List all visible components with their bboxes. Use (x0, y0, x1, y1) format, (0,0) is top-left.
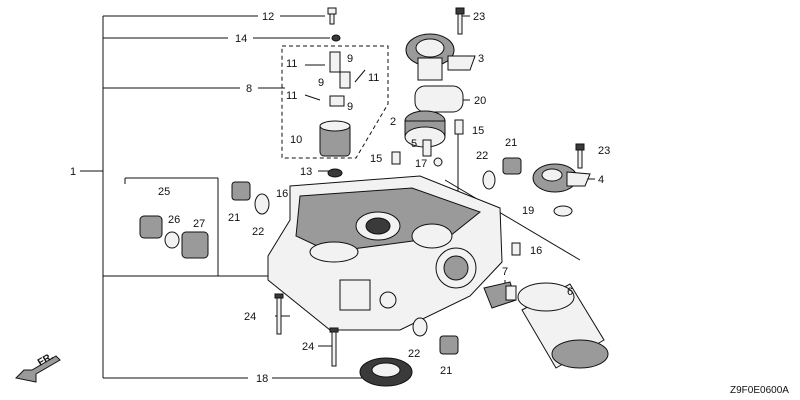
callout-24b: 24 (302, 341, 314, 353)
bolt-23-top (455, 7, 465, 35)
bolt-12 (327, 7, 337, 25)
callout-9b: 9 (318, 77, 324, 89)
callout-5: 5 (411, 138, 417, 150)
callout-15a: 15 (472, 125, 484, 137)
callout-13: 13 (300, 166, 312, 178)
callout-27: 27 (193, 218, 205, 230)
gear-3 (405, 33, 476, 81)
washer-22-bottom (412, 317, 428, 337)
gear-10 (319, 120, 351, 157)
callout-20: 20 (474, 95, 486, 107)
callout-7: 7 (502, 266, 508, 278)
seal-20 (414, 85, 464, 113)
pin-15-a (454, 119, 464, 135)
washer-22-right (482, 170, 496, 190)
spring-5 (422, 139, 432, 157)
plug-21-right (502, 157, 522, 175)
callout-9a: 9 (347, 53, 353, 65)
callout-4: 4 (598, 174, 604, 186)
callout-14: 14 (235, 33, 247, 45)
callout-9c: 9 (347, 101, 353, 113)
callout-25: 25 (158, 186, 170, 198)
callout-21a: 21 (505, 137, 517, 149)
callout-11a: 11 (286, 58, 297, 70)
drawing-code: Z9F0E0600A (730, 385, 789, 396)
bolt-23-right (575, 143, 585, 169)
crankcase-1 (267, 175, 503, 331)
callout-22c: 22 (408, 348, 420, 360)
shaft-7 (483, 281, 517, 309)
bolt-24-a (274, 293, 284, 335)
pump-pins-and-clips (304, 51, 366, 107)
callout-11c: 11 (286, 90, 297, 102)
front-arrow-icon (14, 355, 61, 383)
callout-1: 1 (70, 166, 76, 178)
callout-3: 3 (478, 53, 484, 65)
pin-15-b (391, 151, 401, 165)
callout-19: 19 (522, 205, 534, 217)
washer-22-left (254, 193, 270, 215)
callout-10: 10 (290, 134, 302, 146)
callout-15b: 15 (370, 153, 382, 165)
plug-21-bottom (439, 335, 459, 355)
bolt-24-b (329, 327, 339, 367)
o-ring-14 (331, 34, 341, 42)
callout-17: 17 (415, 158, 427, 170)
callout-23a: 23 (473, 11, 485, 23)
callout-24a: 24 (244, 311, 256, 323)
callout-6: 6 (567, 286, 573, 298)
callout-22a: 22 (476, 150, 488, 162)
cover-4 (532, 163, 591, 193)
callout-16a: 16 (276, 188, 288, 200)
callout-12: 12 (262, 11, 274, 23)
ball-17 (433, 157, 443, 167)
front-indicator-label: FR. (36, 351, 56, 369)
pin-16-right (511, 242, 521, 256)
washer-13 (327, 168, 343, 178)
seal-18 (359, 357, 413, 387)
plug-21-left (231, 181, 251, 201)
callout-21c: 21 (440, 365, 452, 377)
callout-2: 2 (390, 116, 396, 128)
callout-18: 18 (256, 373, 268, 385)
rotor-2 (404, 110, 446, 148)
callout-16b: 16 (530, 245, 542, 257)
callout-labels: 1 2 3 4 5 6 7 8 9 9 9 10 11 11 11 12 13 … (70, 11, 610, 385)
oil-filter-6 (517, 282, 609, 369)
callout-26: 26 (168, 214, 180, 226)
callout-8: 8 (246, 83, 252, 95)
callout-21b: 21 (228, 212, 240, 224)
plug-group-25 (139, 215, 209, 259)
o-ring-19 (553, 205, 573, 217)
callout-23b: 23 (598, 145, 610, 157)
callout-11b: 11 (368, 72, 379, 84)
callout-22b: 22 (252, 226, 264, 238)
